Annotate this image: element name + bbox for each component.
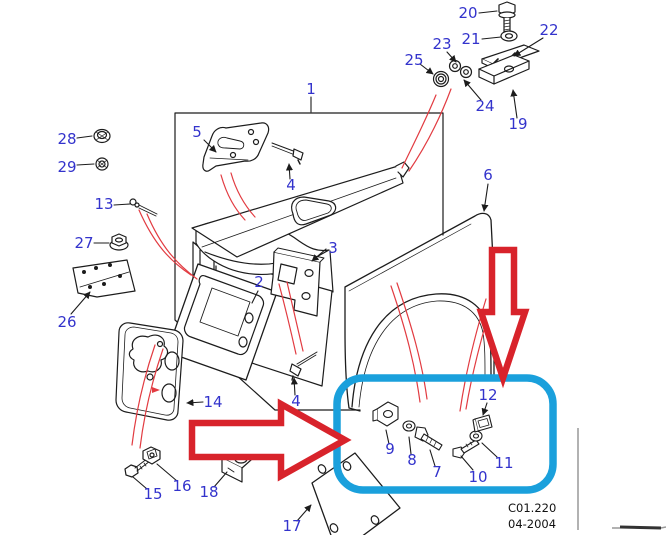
nut-29: [95, 157, 109, 171]
part-label-2: 2: [254, 273, 264, 291]
part-label-15: 15: [143, 485, 162, 503]
nut-27: [109, 233, 129, 251]
part-label-25: 25: [404, 51, 423, 69]
part-label-17: 17: [282, 517, 301, 535]
washer-8: [402, 420, 416, 432]
bolt-20: [498, 1, 516, 33]
page-edge-artifact: [577, 428, 666, 530]
part-label-6: 6: [483, 166, 493, 184]
part-label-20: 20: [458, 4, 477, 22]
part-label-12: 12: [478, 386, 497, 404]
red-arrows: [188, 246, 530, 482]
part-label-19: 19: [508, 115, 527, 133]
part-label-5: 5: [192, 123, 202, 141]
top-rail-tip: [395, 161, 410, 178]
part-label-8: 8: [407, 451, 417, 469]
bolt-7: [414, 426, 443, 451]
part-label-28: 28: [57, 130, 76, 148]
part-label-4: 4: [291, 392, 301, 410]
part-label-21: 21: [461, 30, 480, 48]
part-label-14: 14: [203, 393, 222, 411]
gasket-14: [115, 322, 184, 421]
red-arrow-right: [188, 398, 352, 482]
vent-panel-2: [166, 263, 278, 381]
date-code: 04-2004: [508, 517, 556, 531]
washer-21: [500, 30, 518, 42]
part-label-13: 13: [94, 195, 113, 213]
part-label-29: 29: [57, 158, 76, 176]
lamp-panel-17: [311, 452, 401, 535]
screw-4-upper: [271, 142, 304, 165]
part-label-27: 27: [74, 234, 93, 252]
part-label-26: 26: [57, 313, 76, 331]
highlight-box-hardware: [372, 401, 493, 459]
washer-11: [469, 430, 483, 442]
pin-13: [129, 198, 158, 217]
plate-26: [72, 259, 136, 298]
part-label-7: 7: [432, 463, 442, 481]
clip-nut-9: [372, 401, 399, 427]
bracket-5: [202, 122, 270, 172]
part-label-24: 24: [475, 97, 494, 115]
catalog-code: C01.220: [508, 501, 556, 515]
part-label-1: 1: [306, 80, 316, 98]
clip-12: [472, 414, 493, 433]
nut-28: [93, 128, 111, 144]
clip-nut-16: [142, 446, 161, 465]
part-label-4: 4: [286, 176, 296, 194]
bolt-15: [124, 457, 151, 478]
red-pointer-tick: [152, 387, 160, 393]
part-label-23: 23: [432, 35, 451, 53]
red-leader-curves: [131, 88, 492, 449]
screw-4-lower: [289, 351, 318, 381]
washers-23-24: [448, 59, 473, 79]
part-label-11: 11: [494, 454, 513, 472]
part-label-22: 22: [539, 21, 558, 39]
part-label-18: 18: [199, 483, 218, 501]
part-label-10: 10: [468, 468, 487, 486]
part-label-3: 3: [328, 239, 338, 257]
red-arrow-down: [476, 246, 530, 389]
bolt-10: [452, 439, 480, 459]
leader-lines: [70, 10, 544, 522]
nut-25: [432, 70, 450, 88]
part-label-9: 9: [385, 440, 395, 458]
part-label-16: 16: [172, 477, 191, 495]
